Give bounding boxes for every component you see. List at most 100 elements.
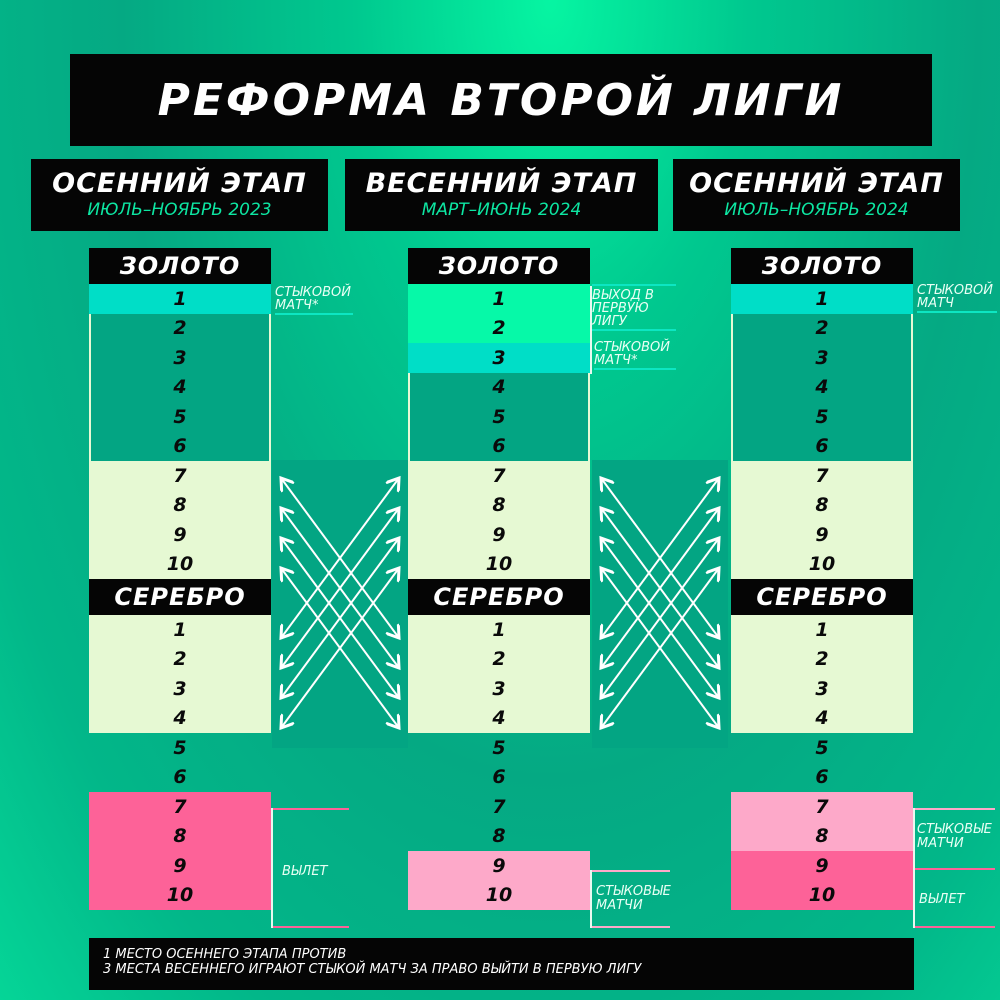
gold-place: 6: [408, 431, 590, 461]
stage-name: ОСЕННИЙ ЭТАП: [52, 168, 307, 199]
title-banner: РЕФОРМА ВТОРОЙ ЛИГИ: [70, 54, 932, 146]
relegation-bracket-line: [271, 808, 273, 928]
gold-place: 2: [408, 313, 590, 343]
stage-header-spring-2024: ВЕСЕННИЙ ЭТАП МАРТ–ИЮНЬ 2024: [345, 159, 658, 231]
silver-place: 5: [815, 736, 829, 759]
gold-place: 2: [89, 313, 271, 343]
silver-place: 8: [492, 825, 506, 848]
gold-place: 8: [89, 490, 271, 520]
swap-zone-1: [272, 460, 408, 748]
gold-league-header: ЗОЛОТО: [731, 248, 913, 284]
playoff-bracket-line: [590, 870, 592, 928]
page-title: РЕФОРМА ВТОРОЙ ЛИГИ: [157, 74, 845, 126]
silver-place: 6: [173, 766, 187, 789]
gold-place: 10: [731, 549, 913, 579]
silver-place: 7: [89, 792, 271, 822]
gold-place: 9: [89, 520, 271, 550]
silver-place: 9: [408, 851, 590, 881]
stage-name: ВЕСЕННИЙ ЭТАП: [365, 168, 638, 199]
bracket-top: [915, 808, 995, 810]
gold-place: 1: [89, 284, 271, 314]
silver-place: 7: [731, 792, 913, 822]
gold-place: 4: [731, 372, 913, 402]
silver-place: 8: [89, 821, 271, 851]
promotion-relegation-arrows-icon: [592, 460, 728, 748]
silver-league-header: СЕРЕБРО: [408, 579, 590, 615]
bracket-bottom: [273, 926, 349, 928]
silver-place: 2: [408, 644, 590, 674]
gold-place: 7: [408, 461, 590, 491]
playoffs-note: СТЫКОВЫЕ МАТЧИ: [917, 822, 992, 851]
gold-place: 3: [408, 343, 590, 373]
bracket-bottom: [915, 926, 995, 928]
silver-league-header: СЕРЕБРО: [89, 579, 271, 615]
silver-place: 9: [89, 851, 271, 881]
gold-place: 5: [408, 402, 590, 432]
gold-place: 4: [89, 372, 271, 402]
silver-place: 4: [408, 703, 590, 733]
relegation-note: ВЫЛЕТ: [919, 892, 965, 907]
standings-column-1: ЗОЛОТО 1 2 3 4 5 6 7 8 9 10 СЕРЕБРО 1 2 …: [89, 248, 271, 910]
gold-place: 1: [408, 284, 590, 314]
silver-place: 3: [408, 674, 590, 704]
gold-place: 8: [408, 490, 590, 520]
playoff-note: СТЫКОВОЙ МАТЧ: [917, 284, 997, 313]
gold-place: 6: [731, 431, 913, 461]
gold-league-header: ЗОЛОТО: [89, 248, 271, 284]
playoff-note: СТЫКОВОЙ МАТЧ*: [275, 285, 353, 315]
gold-place: 9: [731, 520, 913, 550]
promotion-relegation-arrows-icon: [272, 460, 408, 748]
gold-place: 7: [731, 461, 913, 491]
promotion-note: ВЫХОД В ПЕРВУЮ ЛИГУ: [592, 284, 676, 331]
silver-place: 7: [492, 795, 506, 818]
swap-zone-2: [592, 460, 728, 748]
gold-place: 3: [89, 343, 271, 373]
gold-place: 3: [731, 343, 913, 373]
stage-dates: ИЮЛЬ–НОЯБРЬ 2023: [87, 200, 272, 220]
gold-place: 2: [731, 313, 913, 343]
bracket-mid: [915, 868, 995, 870]
bracket-bottom: [592, 926, 670, 928]
stage-header-autumn-2024: ОСЕННИЙ ЭТАП ИЮЛЬ–НОЯБРЬ 2024: [673, 159, 960, 231]
silver-place: 1: [731, 615, 913, 645]
silver-place: 10: [408, 880, 590, 910]
silver-place: 6: [492, 766, 506, 789]
silver-place: 4: [89, 703, 271, 733]
playoffs-note: СТЫКОВЫЕ МАТЧИ: [596, 884, 671, 913]
silver-place: 5: [492, 736, 506, 759]
gold-league-header: ЗОЛОТО: [408, 248, 590, 284]
gold-place: 10: [89, 549, 271, 579]
relegation-note: ВЫЛЕТ: [282, 864, 328, 879]
stage-dates: ИЮЛЬ–НОЯБРЬ 2024: [724, 200, 909, 220]
gold-place: 10: [408, 549, 590, 579]
stage-dates: МАРТ–ИЮНЬ 2024: [421, 200, 582, 220]
silver-place: 2: [731, 644, 913, 674]
silver-place: 1: [89, 615, 271, 645]
footnote-line-1: 1 МЕСТО ОСЕННЕГО ЭТАПА ПРОТИВ: [103, 947, 347, 962]
gold-place: 1: [731, 284, 913, 314]
gold-place: 5: [731, 402, 913, 432]
silver-place: 9: [731, 851, 913, 881]
gold-place: 6: [89, 431, 271, 461]
bottom-bracket-line: [913, 808, 915, 928]
silver-place: 2: [89, 644, 271, 674]
silver-place: 5: [173, 736, 187, 759]
standings-column-3: ЗОЛОТО 1 2 3 4 5 6 7 8 9 10 СЕРЕБРО 1 2 …: [731, 248, 913, 910]
gold-place: 8: [731, 490, 913, 520]
silver-place: 10: [89, 880, 271, 910]
silver-league-header: СЕРЕБРО: [731, 579, 913, 615]
standings-column-2: ЗОЛОТО 1 2 3 4 5 6 7 8 9 10 СЕРЕБРО 1 2 …: [408, 248, 590, 910]
stage-name: ОСЕННИЙ ЭТАП: [689, 168, 944, 199]
footnote-line-2: 3 МЕСТА ВЕСЕННЕГО ИГРАЮТ СТЫКОЙ МАТЧ ЗА …: [103, 962, 642, 977]
silver-place: 4: [731, 703, 913, 733]
gold-place: 4: [408, 372, 590, 402]
silver-place: 3: [89, 674, 271, 704]
stage-header-autumn-2023: ОСЕННИЙ ЭТАП ИЮЛЬ–НОЯБРЬ 2023: [31, 159, 328, 231]
gold-place: 7: [89, 461, 271, 491]
footnote-box: 1 МЕСТО ОСЕННЕГО ЭТАПА ПРОТИВ 3 МЕСТА ВЕ…: [89, 938, 914, 990]
silver-place: 6: [815, 766, 829, 789]
silver-place: 10: [731, 880, 913, 910]
gold-place: 5: [89, 402, 271, 432]
silver-place: 1: [408, 615, 590, 645]
bracket-top: [273, 808, 349, 810]
